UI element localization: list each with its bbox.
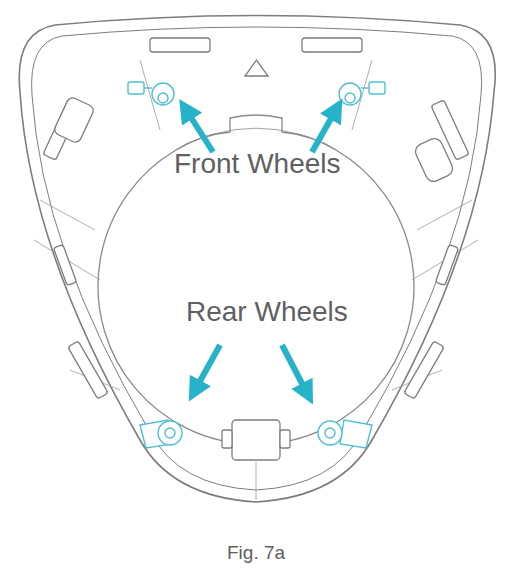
rear-wheel-symbols — [140, 420, 372, 448]
figure-caption: Fig. 7a — [227, 542, 285, 564]
housing-outline — [19, 16, 495, 503]
inner-ring — [98, 115, 414, 444]
rib-lines — [34, 60, 478, 500]
direction-triangle — [245, 60, 268, 76]
front-wheel-symbols — [128, 82, 385, 105]
part-label: Front Wheels — [174, 148, 341, 180]
bumper-slots — [43, 38, 469, 460]
part-label: Rear Wheels — [186, 296, 348, 328]
